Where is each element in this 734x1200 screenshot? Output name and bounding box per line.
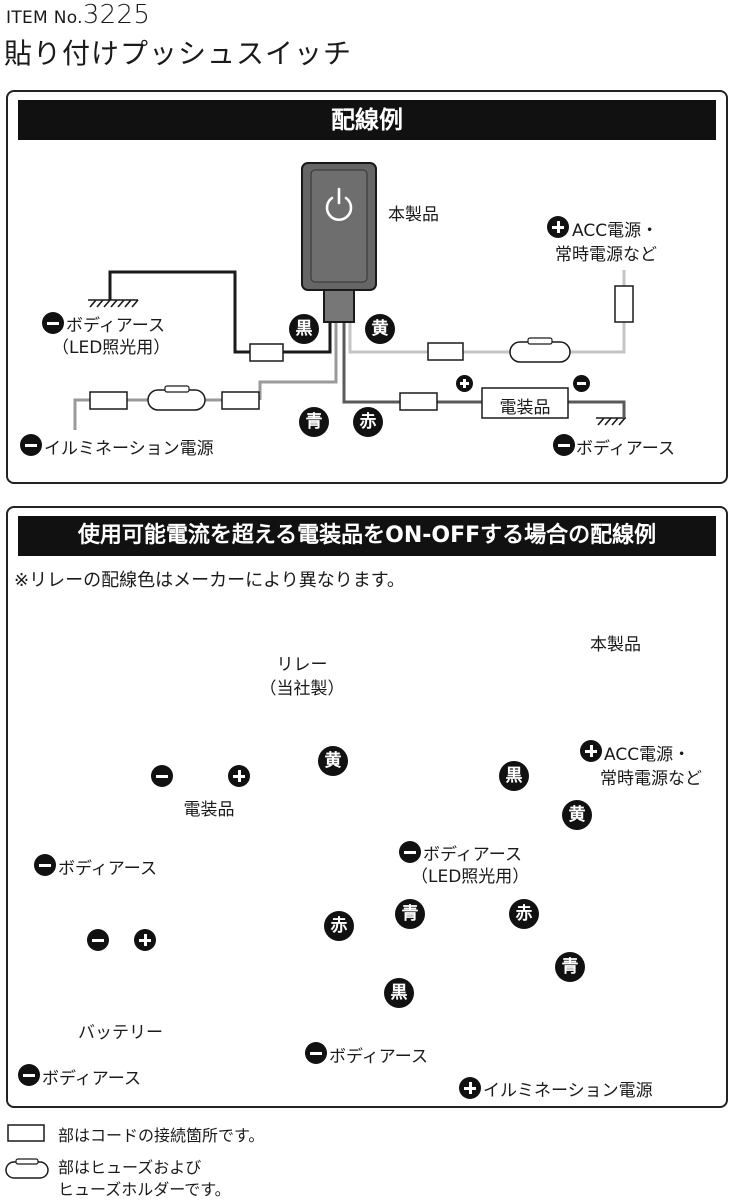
body-earth-label: ボディアース (576, 439, 675, 459)
wire-color-badge-black: 黒 (289, 314, 319, 344)
wire-color-badge-blue: 青 (299, 407, 329, 437)
body-earth-label: ボディアース (42, 1069, 141, 1089)
relay-label: リレー (276, 655, 328, 675)
relay-wiring-example-panel: 使用可能電流を超える電装品をON-OFFする場合の配線例 (6, 506, 728, 1108)
body-earth-led-label-line2: （LED照光用） (411, 867, 530, 887)
wire-black (108, 270, 250, 354)
wire-blue (73, 398, 90, 430)
battery-minus-icon (87, 929, 109, 951)
plus-icon (547, 216, 569, 238)
acc-power-label-line2: 常時電源など (600, 769, 702, 789)
connector (614, 285, 634, 323)
wire-color-badge-yellow: 黄 (562, 800, 592, 830)
illumination-power-label: イルミネーション電源 (483, 1081, 653, 1101)
wire-color-badge-black: 黒 (499, 761, 529, 791)
illumination-power-label: イルミネーション電源 (44, 439, 214, 459)
minus-icon (573, 375, 590, 392)
power-icon (325, 187, 353, 221)
battery-plus-icon (134, 929, 156, 951)
plus-icon (459, 1077, 481, 1099)
body-earth-led-label: ボディアース (66, 316, 165, 336)
wire-color-badge-blue: 青 (395, 899, 425, 929)
connector (399, 392, 438, 411)
relay-color-note: ※リレーの配線色はメーカーにより異なります。 (14, 570, 405, 591)
minus-icon (20, 434, 42, 456)
body-earth-label: ボディアース (58, 859, 157, 879)
fuse-cap (164, 385, 190, 393)
device-box (481, 387, 569, 419)
connector (221, 391, 260, 410)
connector (249, 343, 284, 362)
wire-black (283, 322, 332, 354)
product-label: 本製品 (590, 635, 641, 655)
wire-color-badge-red: 赤 (509, 899, 539, 929)
wire-color-badge-blue: 青 (555, 952, 585, 982)
relay-label-line2: （当社製） (259, 679, 345, 699)
item-number: ITEM No.3225 (6, 0, 151, 30)
device-label: 電装品 (183, 800, 235, 820)
minus-icon (553, 434, 575, 456)
minus-icon (151, 765, 173, 787)
body-earth-led-label-line2: （LED照光用） (52, 338, 171, 358)
product-label: 本製品 (388, 205, 439, 225)
wire-color-badge-yellow: 黄 (365, 314, 395, 344)
wire-blue (258, 322, 338, 400)
acc-power-label-line2: 常時電源など (555, 245, 657, 265)
panel-title-wiring-example: 配線例 (18, 100, 716, 140)
wire-yellow (348, 322, 428, 354)
wire-yellow (570, 322, 626, 354)
legend-fuse-cap (15, 1158, 39, 1165)
legend-fuse-text: 部はヒューズおよび (58, 1158, 202, 1177)
device-label: 電装品 (499, 398, 551, 418)
fuse-cap (527, 337, 553, 345)
wire-red (342, 322, 400, 404)
minus-icon (399, 841, 421, 863)
minus-icon (42, 312, 64, 334)
wire-color-badge-yellow: 黄 (318, 746, 348, 776)
connector (89, 391, 128, 410)
legend-connector-text: 部はコードの接続箇所です。 (58, 1126, 265, 1145)
fuse (147, 389, 206, 411)
ground-symbol (88, 299, 139, 308)
body-earth-label: ボディアース (329, 1047, 428, 1067)
minus-icon (305, 1042, 327, 1064)
item-number-value: 3225 (82, 0, 151, 30)
battery-label: バッテリー (78, 1023, 163, 1043)
switch-product (301, 162, 377, 323)
wire-color-badge-red: 赤 (353, 407, 383, 437)
wire-color-badge-black: 黒 (384, 978, 414, 1008)
ground-symbol (596, 417, 626, 426)
wire-red (568, 400, 626, 418)
legend-connector-symbol (7, 1124, 45, 1142)
plus-icon (580, 740, 602, 762)
plus-icon (228, 765, 250, 787)
legend-fuse-text-line2: ヒューズホルダーです。 (58, 1180, 231, 1199)
plus-icon (456, 375, 473, 392)
panel-title-relay-wiring-example: 使用可能電流を超える電装品をON-OFFする場合の配線例 (18, 516, 716, 556)
body-earth-led-label: ボディアース (423, 845, 522, 865)
minus-icon (34, 854, 56, 876)
minus-icon (18, 1064, 40, 1086)
product-title: 貼り付けプッシュスイッチ (4, 37, 353, 70)
wire-color-badge-red: 赤 (324, 911, 354, 941)
acc-power-label: ACC電源・ (604, 745, 691, 765)
acc-power-label: ACC電源・ (572, 221, 659, 241)
fuse (509, 341, 571, 363)
connector (427, 342, 464, 361)
